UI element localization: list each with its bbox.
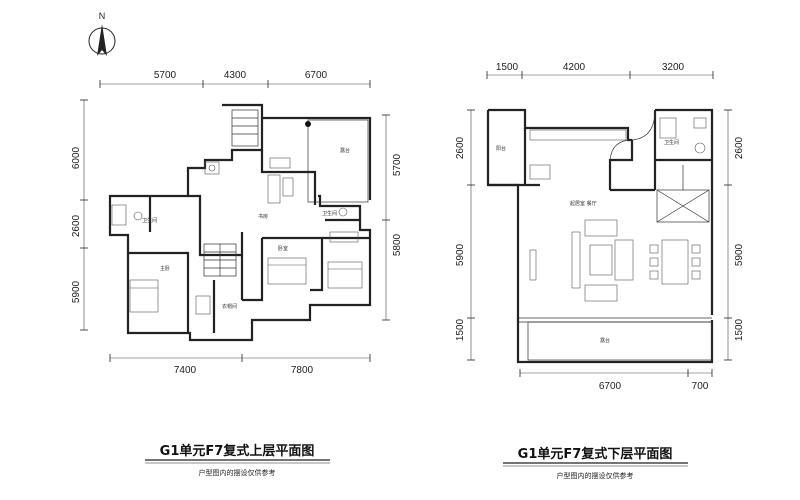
lower-room-balcony: 阳台 [496, 145, 506, 152]
lower-left-dim-1: 2600 [455, 136, 466, 159]
lower-left-dim-2: 5900 [455, 243, 466, 266]
upper-left-dim-2: 2600 [71, 214, 82, 237]
upper-top-dimension: 5700 4300 6700 [99, 70, 371, 88]
lower-left-dimension: 2600 5900 1500 [455, 109, 475, 361]
lower-room-terrace: 露台 [600, 337, 610, 344]
lower-left-dim-3: 1500 [455, 318, 466, 341]
lower-right-dim-1: 2600 [734, 136, 745, 159]
upper-right-dim-1: 5700 [392, 153, 403, 176]
upper-bottom-dimension: 7400 7800 [109, 354, 371, 376]
upper-room-bath1: 卫生间 [142, 217, 157, 224]
upper-plan-title: G1单元F7复式上层平面图 [160, 443, 315, 459]
upper-plan-note: 户型图内的摆设仅供参考 [199, 468, 276, 477]
upper-top-dim-2: 4300 [224, 70, 247, 81]
north-label: N [99, 11, 106, 21]
lower-top-dim-2: 4200 [563, 62, 586, 73]
upper-bottom-dim-1: 7400 [174, 365, 197, 376]
upper-right-dimension: 5700 5800 [382, 114, 403, 321]
upper-left-dimension: 6000 2600 5900 [71, 99, 88, 331]
lower-right-dim-3: 1500 [734, 318, 745, 341]
upper-title-block: G1单元F7复式上层平面图 户型图内的摆设仅供参考 [145, 443, 330, 477]
lower-room-bath: 卫生间 [664, 139, 679, 146]
upper-left-dim-3: 5900 [71, 280, 82, 303]
upper-room-bath2: 卫生间 [322, 210, 337, 217]
upper-room-terrace: 露台 [340, 147, 350, 154]
lower-plan-note: 户型图内的摆设仅供参考 [557, 471, 634, 480]
upper-floor-plan: 露台 书房 卫生间 卫生间 卧室 主卧 衣帽间 [108, 103, 372, 342]
lower-top-dim-1: 1500 [496, 62, 519, 73]
upper-bottom-dim-2: 7800 [291, 365, 314, 376]
lower-right-dimension: 2600 5900 1500 [724, 109, 745, 361]
lower-bottom-dim-2: 700 [692, 381, 709, 392]
upper-room-study: 书房 [258, 213, 268, 220]
lower-right-dim-2: 5900 [734, 243, 745, 266]
lower-top-dimension: 1500 4200 3200 [486, 62, 714, 79]
lower-bottom-dimension: 6700 700 [519, 369, 713, 392]
lower-bottom-dim-1: 6700 [599, 381, 622, 392]
upper-left-dim-1: 6000 [71, 146, 82, 169]
upper-room-master: 主卧 [160, 265, 170, 272]
lower-floor-plan: 阳台 起居室 餐厅 露台 卫生间 [486, 108, 714, 364]
upper-top-dim-3: 6700 [305, 70, 328, 81]
lower-room-living: 起居室 餐厅 [570, 200, 597, 207]
upper-room-closet: 衣帽间 [222, 303, 237, 310]
lower-top-dim-3: 3200 [662, 62, 685, 73]
north-arrow-icon: N [88, 11, 116, 56]
lower-title-block: G1单元F7复式下层平面图 户型图内的摆设仅供参考 [503, 446, 688, 480]
upper-right-dim-2: 5800 [392, 233, 403, 256]
lower-plan-title: G1单元F7复式下层平面图 [518, 446, 673, 462]
upper-room-bedroom: 卧室 [278, 245, 288, 252]
upper-top-dim-1: 5700 [154, 70, 177, 81]
